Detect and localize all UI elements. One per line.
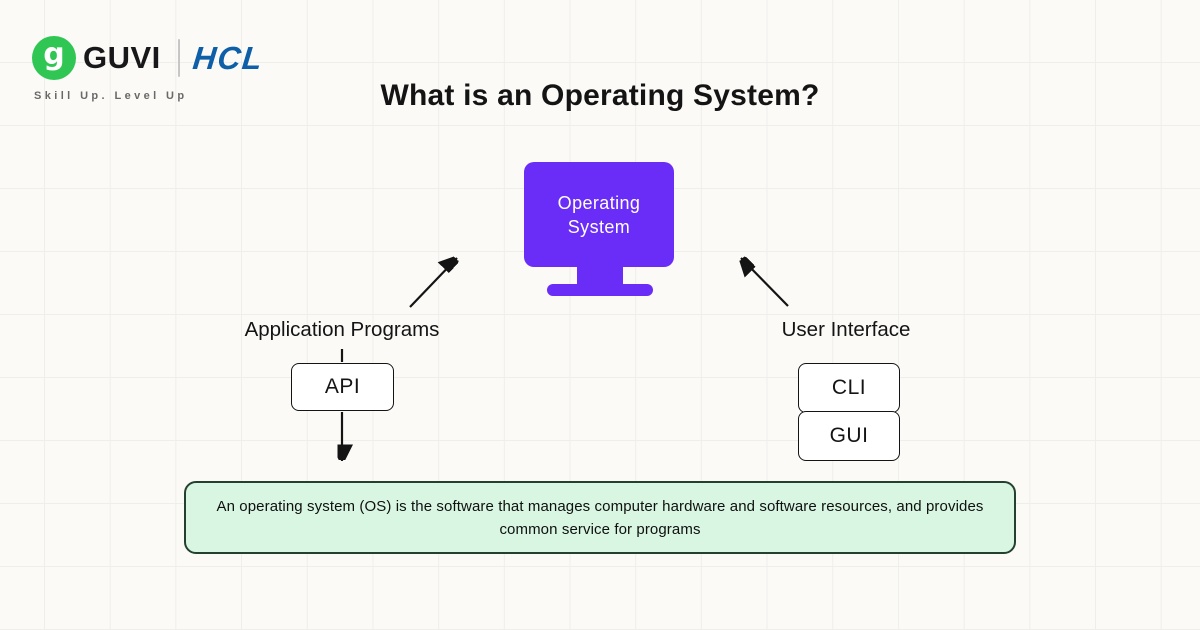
logo-divider: [177, 39, 181, 77]
guvi-logo-glyph: g: [43, 37, 65, 72]
cli-box: CLI: [798, 363, 900, 413]
os-definition-text: An operating system (OS) is the software…: [216, 497, 984, 538]
monitor-stand-icon: [577, 266, 623, 286]
user-interface-label: User Interface: [781, 318, 911, 341]
application-programs-label: Application Programs: [244, 318, 440, 341]
guvi-wordmark: GUVI: [83, 40, 161, 75]
brand-logos: g GUVI HCL: [32, 35, 266, 81]
hcl-wordmark: HCL: [191, 39, 266, 76]
os-label-line1: Operating: [557, 192, 641, 213]
arrow-apps-to-os: [409, 258, 457, 308]
os-monitor-icon: Operating System: [524, 162, 674, 267]
gui-box: GUI: [798, 411, 900, 461]
brand-tagline: Skill Up. Level Up: [34, 90, 188, 102]
arrow-ui-to-os: [741, 258, 789, 307]
page-title: What is an Operating System?: [380, 79, 820, 112]
os-label-line2: System: [567, 216, 631, 237]
monitor-base-icon: [547, 284, 653, 296]
os-definition-box: An operating system (OS) is the software…: [184, 481, 1016, 554]
api-box: API: [291, 363, 394, 411]
guvi-logo-icon: g: [32, 36, 76, 80]
